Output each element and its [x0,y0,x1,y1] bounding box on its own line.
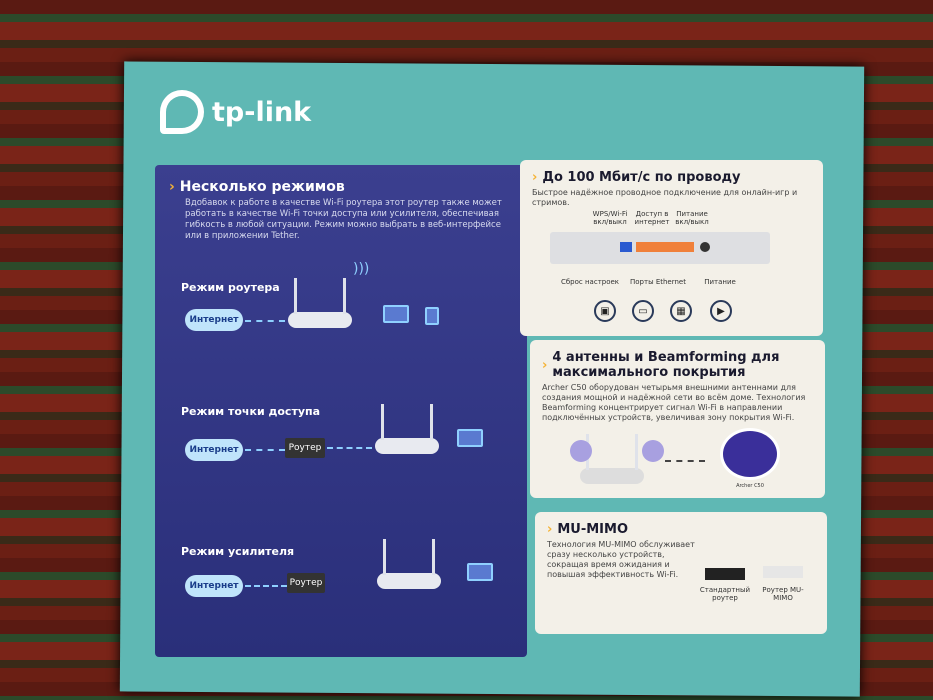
coverage-caption: Archer C50 [736,483,764,489]
mumimo-text: Технология MU-MIMO обслуживает сразу нес… [547,540,695,579]
internet-cloud: Интернет [185,439,243,461]
power-label: Питание [704,278,736,286]
mumimo-title: ›MU-MIMO [547,522,629,537]
laptop-icon [383,305,409,323]
extender-mode-label: Режим усилителя [181,545,295,558]
tp-link-logo: tp-link [160,90,311,134]
ap-mode-label: Режим точки доступа [181,405,321,418]
connection-line [327,447,372,449]
beam-icon [642,440,664,462]
router-mode-label: Режим роутера [181,281,280,294]
gaming-icon: ▣ [594,300,616,322]
laptop-icon [467,563,493,581]
antennas-title: ›4 антенны и Beamforming для максимально… [542,350,780,380]
tp-link-logo-icon [160,90,204,134]
router-image [580,434,644,484]
phone-icon [425,307,439,325]
mumimo-router-image [763,566,803,578]
modes-title: ›Несколько режимов [169,179,345,195]
wps-label: WPS/Wi-Fi вкл/выкл [592,210,628,226]
router-image [288,278,352,328]
router-image [377,539,441,589]
wifi-icon: ))) [353,261,370,277]
router-back-image [550,232,770,264]
internet-label: Доступ в интернет [634,210,670,226]
wired-text: Быстрое надёжное проводное подключение д… [532,188,798,207]
modes-panel: ›Несколько режимов Вдобавок к работе в к… [155,165,527,657]
reset-label: Сброс настроек [560,278,620,286]
modes-text: Вдобавок к работе в качестве Wi-Fi роуте… [185,198,502,241]
mumimo-card: ›MU-MIMO Технология MU-MIMO обслуживает … [535,512,827,634]
internet-cloud: Интернет [185,309,243,331]
connection-line [245,320,285,322]
coverage-map [720,428,780,480]
internet-cloud: Интернет [185,575,243,597]
standard-router-label: Стандартный роутер [699,586,751,602]
wired-card: ›До 100 Мбит/с по проводу Быстрое надёжн… [520,160,823,336]
standard-router-image [705,568,745,580]
power-switch-label: Питание вкл/выкл [675,210,709,226]
antennas-card: ›4 антенны и Beamforming для максимально… [530,340,825,498]
media-icon: ▶ [710,300,732,322]
router-box-icon: Роутер [287,573,325,593]
brand-name: tp-link [212,96,312,128]
beam-icon [570,440,592,462]
connection-line [245,585,287,587]
router-box-icon: Роутер [285,438,325,458]
wired-title: ›До 100 Мбит/с по проводу [532,170,741,185]
laptop-icon [457,429,483,447]
computer-icon: ▦ [670,300,692,322]
mumimo-router-label: Роутер MU-MIMO [762,586,804,602]
antennas-text: Archer C50 оборудован четырьмя внешними … [542,383,806,422]
chevron-icon: › [169,179,175,195]
connection-line [665,460,705,462]
connection-line [245,449,285,451]
ethernet-label: Порты Ethernet [630,278,686,286]
router-image [375,404,439,454]
tv-icon: ▭ [632,300,654,322]
